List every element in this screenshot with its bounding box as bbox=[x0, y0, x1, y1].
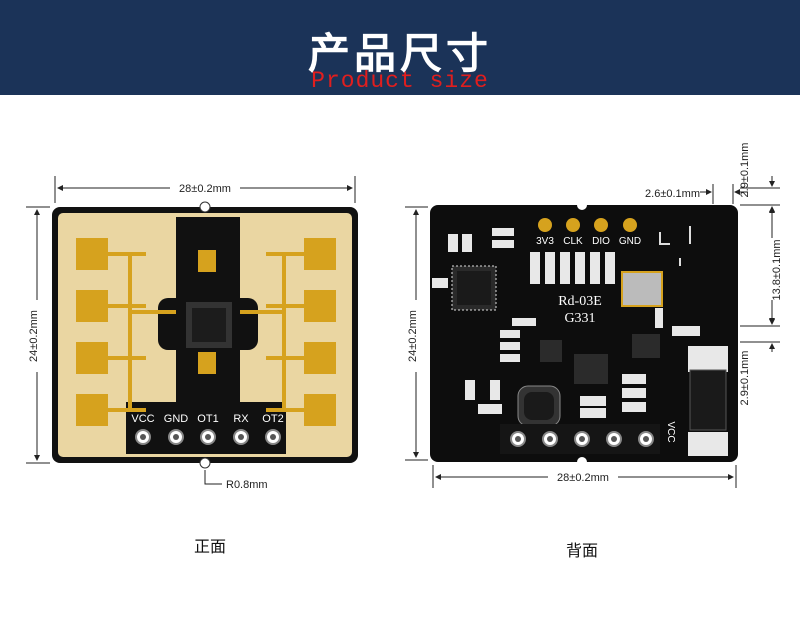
back-side-pin-label: VCC bbox=[665, 421, 676, 442]
top-right-label: 2.9±0.1mm bbox=[739, 143, 751, 198]
back-debug-pads: 3V3 CLK DIO GND bbox=[536, 218, 641, 247]
back-board bbox=[430, 200, 738, 467]
radius-label: R0.8mm bbox=[226, 479, 268, 491]
top-offset-label: 2.6±0.1mm bbox=[645, 188, 700, 200]
back-height-label: 24±0.2mm bbox=[407, 310, 419, 362]
header-banner bbox=[0, 0, 800, 95]
back-height-dimension: 24±0.2mm bbox=[405, 206, 428, 461]
bottom-right-label: 2.9±0.1mm bbox=[739, 351, 751, 406]
back-components: Rd-03E G331 bbox=[432, 226, 728, 456]
front-pin-row: VCC GND OT1 RX OT2 bbox=[131, 413, 284, 445]
page-title: 产品尺寸 bbox=[307, 29, 492, 78]
front-pin-label: VCC bbox=[131, 413, 154, 425]
radius-callout: R0.8mm bbox=[204, 470, 268, 491]
front-width-dimension: 28±0.2mm bbox=[54, 176, 356, 203]
antenna-array-left bbox=[76, 238, 176, 426]
back-caption: 背面 bbox=[566, 541, 599, 560]
back-pad-label: DIO bbox=[592, 236, 610, 247]
back-pad-label: GND bbox=[619, 236, 641, 247]
front-height-dimension: 24±0.2mm bbox=[26, 206, 50, 464]
right-dimensions: 2.9±0.1mm 13.8±0.1mm 2.9±0.1mm bbox=[739, 143, 783, 406]
front-caption: 正面 bbox=[194, 537, 227, 556]
back-pin-header: VCC bbox=[500, 421, 676, 454]
front-pin-label: RX bbox=[233, 413, 249, 425]
antenna-array-right bbox=[240, 238, 336, 426]
page-subtitle: Product size bbox=[311, 68, 489, 94]
back-pad-label: CLK bbox=[563, 236, 583, 247]
front-width-label: 28±0.2mm bbox=[179, 183, 231, 195]
chip-model-label: Rd-03E bbox=[558, 294, 602, 309]
mid-right-label: 13.8±0.1mm bbox=[771, 239, 783, 300]
front-pin-label: OT2 bbox=[262, 413, 283, 425]
front-height-label: 24±0.2mm bbox=[28, 310, 40, 362]
back-width-label: 28±0.2mm bbox=[557, 472, 609, 484]
front-pin-label: GND bbox=[164, 413, 189, 425]
top-offset-dimension: 2.6±0.1mm bbox=[645, 184, 748, 204]
back-pad-label: 3V3 bbox=[536, 236, 554, 247]
front-pin-label: OT1 bbox=[197, 413, 218, 425]
back-width-dimension: 28±0.2mm bbox=[432, 465, 737, 488]
chip-code-label: G331 bbox=[564, 311, 595, 326]
